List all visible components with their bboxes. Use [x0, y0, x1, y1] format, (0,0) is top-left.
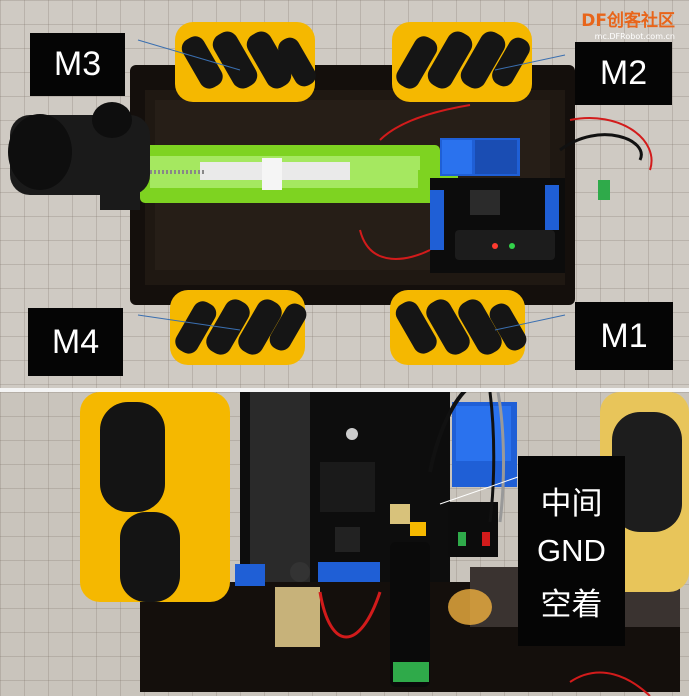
wheel-m4	[170, 290, 307, 365]
bottom-photo: 中间 GND 空着	[0, 392, 689, 696]
label-m3: M3	[30, 33, 125, 96]
watermark-logo: DF创客社区 mc.DFRobot.com.cn	[581, 6, 675, 41]
annotation-line-3: 空着	[540, 587, 603, 622]
wheel-m2	[392, 22, 532, 102]
dc-plug	[390, 542, 430, 687]
label-m1: M1	[575, 302, 673, 370]
robot-top-view	[8, 22, 653, 365]
controller-board	[430, 178, 565, 273]
green-launcher	[140, 145, 458, 203]
label-m4: M4	[28, 308, 123, 376]
watermark-brand: DF创客社区	[581, 11, 675, 31]
blue-terminal	[318, 562, 380, 582]
annotation-line-1: 中间	[540, 486, 603, 521]
relay-module	[440, 138, 520, 176]
top-photo: M3 M2 M4 M1 DF创客社区 mc.DFRobot.com.cn	[0, 0, 689, 388]
annotation-box: 中间 GND 空着	[518, 456, 625, 646]
annotation-line-2: GND	[537, 533, 606, 568]
panel-divider	[0, 388, 689, 392]
watermark-url: mc.DFRobot.com.cn	[594, 32, 675, 41]
barrel	[8, 102, 150, 210]
label-m2: M2	[575, 42, 672, 105]
wheel-m3	[175, 22, 316, 102]
